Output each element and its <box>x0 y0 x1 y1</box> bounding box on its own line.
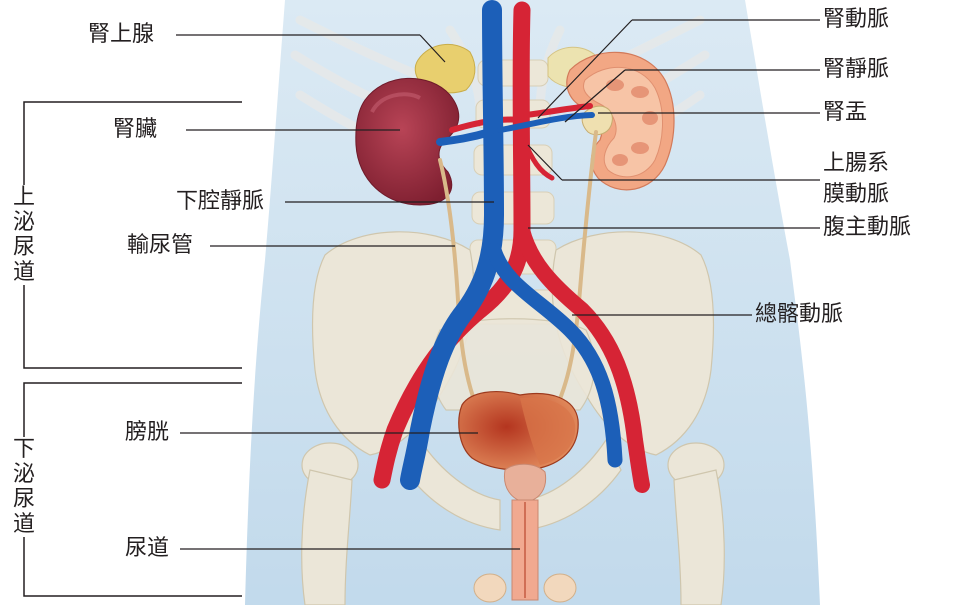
label-adrenal-gland: 腎上腺 <box>88 23 154 47</box>
label-urethra: 尿道 <box>125 537 169 561</box>
tract-brackets <box>24 102 242 596</box>
label-ureter: 輸尿管 <box>127 234 193 258</box>
label-renal-vein: 腎靜脈 <box>823 58 889 82</box>
label-common-iliac-artery: 總髂動脈 <box>755 303 843 327</box>
label-renal-artery: 腎動脈 <box>823 8 889 32</box>
label-abdominal-aorta: 腹主動脈 <box>823 216 911 240</box>
label-lower-urinary-tract: 下 泌 尿 道 <box>11 437 37 537</box>
label-superior-mesenteric-artery-line1: 上腸系 <box>823 152 889 176</box>
label-upper-urinary-tract: 上 泌 尿 道 <box>11 185 37 285</box>
label-inferior-vena-cava: 下腔靜脈 <box>176 190 264 214</box>
label-kidney: 腎臟 <box>113 118 157 142</box>
label-bladder: 膀胱 <box>125 421 169 445</box>
label-superior-mesenteric-artery-line2: 膜動脈 <box>823 183 889 207</box>
label-renal-pelvis: 腎盂 <box>823 101 867 125</box>
